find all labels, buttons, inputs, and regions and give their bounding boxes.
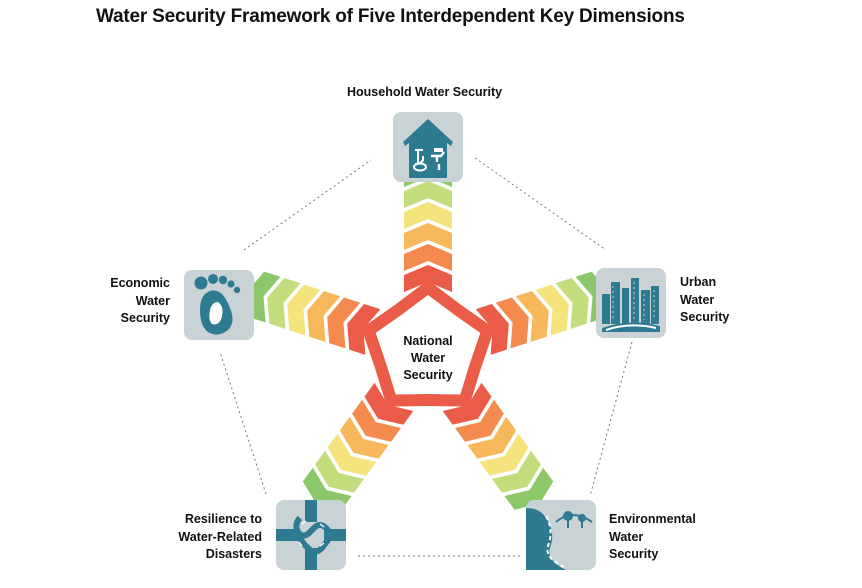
label-environmental-water-security: Environmental Water Security	[609, 511, 696, 564]
chevron-segment	[327, 297, 361, 349]
chevron-segment	[492, 450, 541, 493]
chevron-segment	[347, 304, 381, 355]
label-line: Disasters	[205, 547, 262, 561]
chevron-segment	[467, 416, 517, 459]
chevron-arm-urban	[475, 271, 609, 355]
diagram-title: Water Security Framework of Five Interde…	[96, 6, 685, 27]
label-line: Urban	[680, 275, 717, 289]
label-line: Water-Related	[178, 529, 262, 544]
label-household-water-security: Household Water Security	[347, 84, 502, 102]
center-label-line: Water	[410, 351, 446, 365]
city-skyline-icon	[596, 268, 666, 338]
connector-lines	[219, 157, 633, 557]
label-line: Water	[680, 292, 715, 307]
chevron-segment	[287, 284, 321, 336]
label-line: Resilience to	[184, 512, 262, 526]
household-icon	[393, 112, 463, 182]
chevron-segment	[364, 382, 414, 425]
chevron-segment	[307, 291, 341, 342]
chevron-segment	[555, 278, 589, 329]
chevron-segment	[267, 278, 301, 329]
chevron-segment	[302, 467, 352, 510]
river-landscape-icon	[526, 500, 596, 570]
chevron-arm-resilience	[302, 382, 414, 510]
chevron-segment	[479, 433, 529, 476]
chevron-arm-environmental	[442, 382, 554, 510]
footprint-icon	[184, 270, 254, 340]
chevron-segment	[404, 244, 452, 271]
chevron-segment	[352, 399, 401, 442]
chevron-segment	[404, 181, 452, 208]
label-line: Water	[135, 293, 170, 308]
chevron-segment	[442, 382, 492, 425]
chevron-segment	[327, 433, 377, 476]
chevron-segment	[535, 284, 569, 336]
label-line: Water	[609, 529, 644, 544]
chevron-segment	[247, 271, 281, 323]
label-resilience-to-water-related-disasters: Resilience to Water-Related Disasters	[150, 511, 262, 564]
chevron-segment	[404, 223, 452, 250]
chevron-segment	[404, 265, 452, 292]
label-line: Security	[680, 310, 730, 324]
label-line: Environmental	[609, 512, 696, 526]
label-line: Security	[609, 547, 659, 561]
center-label-line: National	[403, 334, 453, 348]
chevron-segment	[455, 399, 504, 442]
chevron-arm-economic	[247, 271, 381, 355]
chevron-segment	[339, 416, 389, 459]
chevron-segment	[515, 291, 549, 342]
label-urban-water-security: Urban Water Security	[680, 274, 729, 327]
chevron-segment	[315, 450, 364, 493]
label-line: Security	[120, 311, 170, 325]
label-line: Economic	[110, 276, 170, 290]
label-line: Household Water Security	[347, 85, 503, 99]
chevron-segment	[495, 297, 529, 349]
chevron-segment	[475, 304, 509, 355]
center-label-national-water-security: National Water Security	[386, 333, 470, 384]
linked-hands-icon	[276, 500, 346, 570]
center-pentagon	[361, 280, 495, 407]
chevron-segment	[404, 202, 452, 229]
center-label-line: Security	[403, 368, 453, 382]
label-economic-water-security: Economic Water Security	[100, 275, 170, 328]
chevron-segment	[504, 467, 554, 510]
